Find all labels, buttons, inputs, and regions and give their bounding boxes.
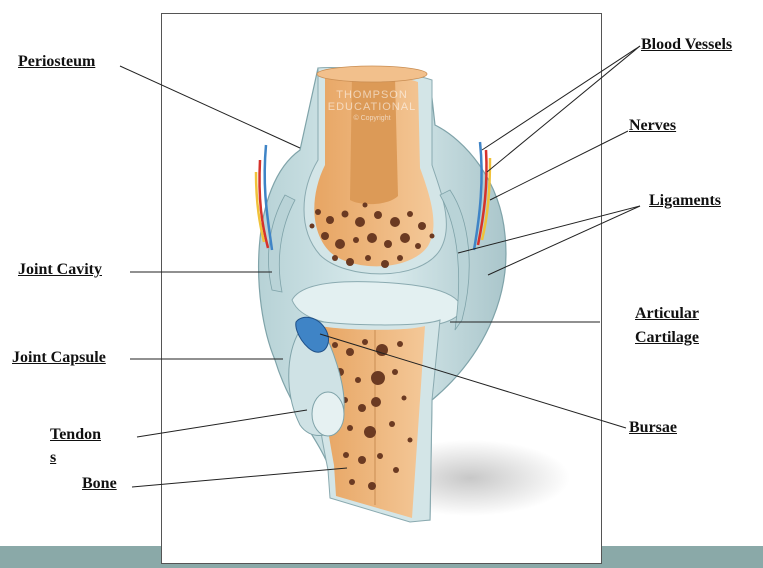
label-tendons-line1: Tendon <box>50 426 101 443</box>
ligament-band-left <box>268 194 296 293</box>
watermark-line1: THOMPSON <box>336 89 408 101</box>
upper-spongy-bone <box>309 202 435 268</box>
watermark-line3: © Copyright <box>353 114 390 122</box>
label-nerves: Nerves <box>629 117 677 134</box>
label-articular-line1: Articular <box>635 305 699 322</box>
label-joint-capsule: Joint Capsule <box>12 349 106 366</box>
label-bursae: Bursae <box>629 419 677 436</box>
label-periosteum: Periosteum <box>18 53 96 70</box>
tendon-end <box>311 391 345 437</box>
upper-bone-top <box>316 65 428 83</box>
label-tendons-line2: s <box>50 449 57 466</box>
label-articular-line2: Cartilage <box>635 329 699 346</box>
label-joint-cavity: Joint Cavity <box>18 261 102 278</box>
label-blood-vessels: Blood Vessels <box>641 36 733 53</box>
label-ligaments: Ligaments <box>649 192 721 209</box>
watermark-line2: EDUCATIONAL <box>328 101 416 113</box>
upper-marrow-cavity <box>350 73 398 205</box>
left-blood-vessels <box>254 144 274 251</box>
label-bone: Bone <box>82 475 117 492</box>
